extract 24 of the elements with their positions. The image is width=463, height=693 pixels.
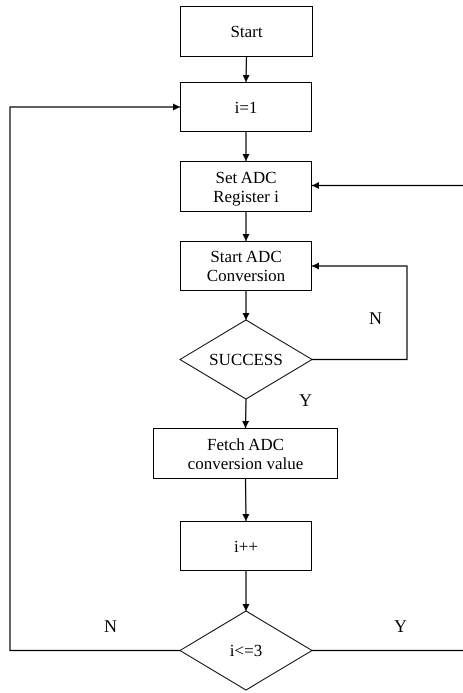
process-box	[180, 161, 312, 212]
arrow	[242, 398, 250, 428]
node-label: i=1	[234, 98, 258, 116]
node-label: Start	[230, 22, 263, 41]
arrow	[9, 104, 180, 652]
process-box	[180, 241, 312, 291]
node-label: i++	[234, 536, 258, 556]
process-box	[180, 82, 312, 132]
arrow	[312, 262, 408, 360]
arrow	[312, 182, 463, 189]
arrow	[242, 212, 250, 241]
arrow	[242, 571, 250, 611]
node-label: SUCCESS	[209, 350, 283, 369]
arrow	[242, 56, 250, 82]
process-box	[153, 428, 338, 479]
arrow	[242, 132, 250, 161]
node-label: Set ADC Register i	[212, 168, 280, 206]
process-box	[180, 521, 312, 571]
node-label: i<=3	[230, 641, 262, 660]
arrow	[242, 479, 250, 521]
process-box	[180, 6, 313, 57]
node-label: Fetch ADC conversion value	[186, 434, 304, 472]
node-label: Start ADC Conversion	[206, 247, 286, 285]
arrow	[242, 291, 250, 320]
